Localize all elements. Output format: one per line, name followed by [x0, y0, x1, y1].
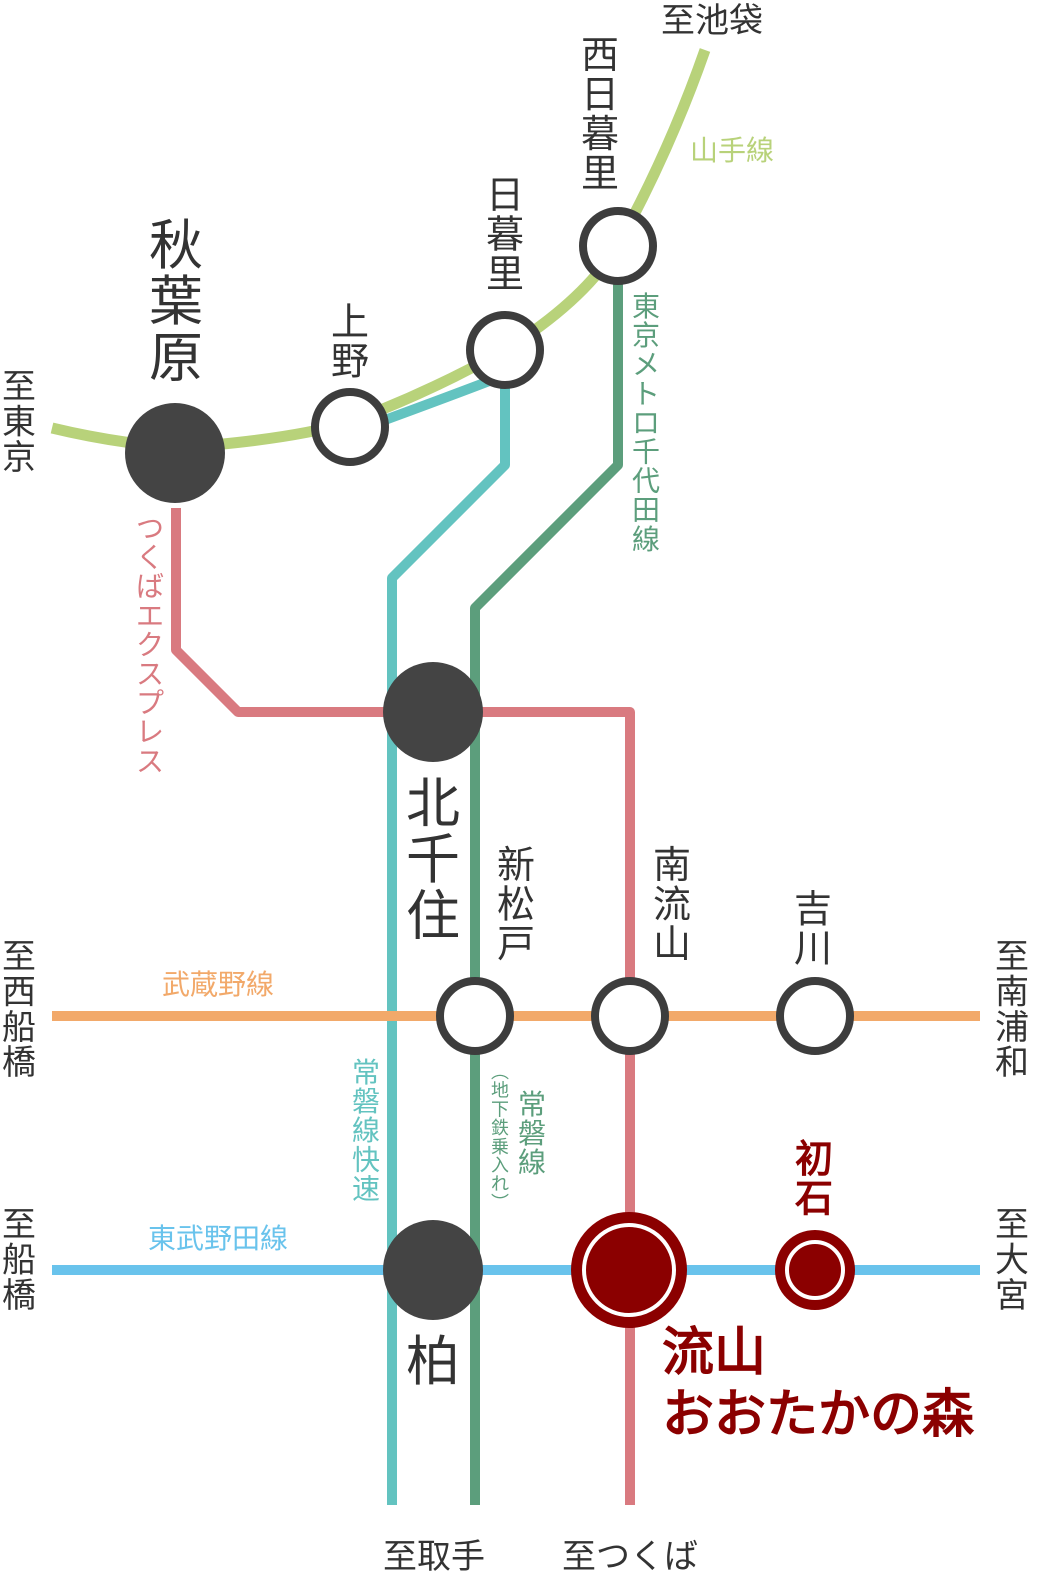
nishinippori-label: 西日暮里 — [581, 33, 619, 196]
target-label-line1: 流山 — [662, 1322, 766, 1383]
dir-nishifunabashi: 至西船橋 — [2, 937, 36, 1083]
ueno-label: 上野 — [331, 300, 369, 384]
yoshikawa-station — [776, 977, 854, 1055]
nippori-label: 日暮里 — [486, 173, 524, 296]
tsukuba-express-label: つくばエクスプレス — [136, 512, 164, 778]
chiyoda-line — [470, 270, 623, 1505]
minaminagareyama-label: 南流山 — [653, 843, 691, 966]
yoshikawa-label: 吉川 — [794, 887, 832, 971]
shinmatsudo-label: 新松戸 — [497, 843, 535, 966]
dir-ikebukuro: 至池袋 — [661, 1, 763, 41]
labels-highlight: 初石 流山 おおたかの森 — [662, 1136, 975, 1445]
tsukuba-express-line — [171, 508, 635, 1505]
kashiwa-station — [383, 1220, 483, 1320]
dir-omiya: 至大宮 — [995, 1205, 1029, 1316]
dir-minamiurawa: 至南浦和 — [995, 937, 1029, 1083]
kitasenju-label: 北千住 — [406, 772, 460, 947]
tobu-noda-label: 東武野田線 — [148, 1222, 288, 1255]
joban-rapid-label: 常磐線快速 — [352, 1056, 380, 1205]
shinmatsudo-station — [436, 977, 514, 1055]
dir-tsukuba: 至つくば — [562, 1537, 698, 1577]
joban-local-note: ︵地下鉄乗入れ︶ — [491, 1062, 509, 1214]
hatsuishi-station — [775, 1230, 855, 1310]
joban-local-label: 常磐線 — [518, 1088, 546, 1179]
chiyoda-label: 東京メトロ千代田線 — [632, 290, 660, 556]
musashino-label: 武蔵野線 — [162, 968, 274, 1001]
hatsuishi-label: 初石 — [795, 1136, 833, 1221]
target-label-line2: おおたかの森 — [662, 1384, 975, 1445]
dir-funabashi: 至船橋 — [2, 1205, 36, 1316]
dir-tokyo: 至東京 — [2, 367, 36, 478]
akihabara-label: 秋葉原 — [149, 214, 203, 389]
ueno-station — [311, 388, 389, 466]
dir-toride: 至取手 — [383, 1537, 485, 1577]
kashiwa-label: 柏 — [406, 1330, 460, 1393]
labels-station: 秋葉原 上野 日暮里 西日暮里 北千住 新松戸 南流山 吉川 柏 — [149, 33, 832, 1393]
nippori-station — [466, 311, 544, 389]
nishinippori-station — [579, 207, 657, 285]
nagareyama-otakanomori-station — [571, 1212, 687, 1328]
minaminagareyama-station — [591, 977, 669, 1055]
kitasenju-station — [383, 662, 483, 762]
akihabara-station — [125, 403, 225, 503]
yamanote-label: 山手線 — [690, 134, 774, 167]
